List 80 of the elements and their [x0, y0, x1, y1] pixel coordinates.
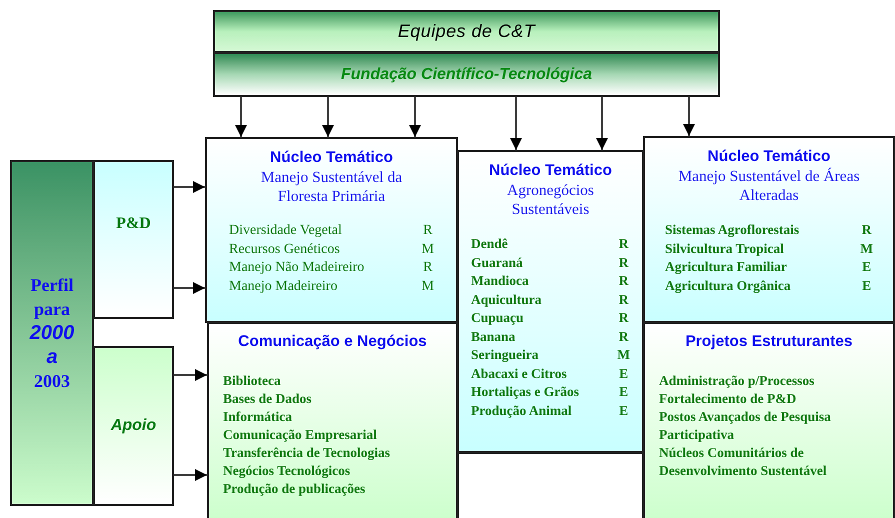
category-label: Apoio	[110, 416, 156, 436]
item-text: Fortalecimento de P&D	[659, 390, 798, 408]
rating-letter: R	[860, 221, 873, 239]
heading: Núcleo Temático	[269, 148, 394, 168]
rating-letter: R	[422, 259, 434, 277]
item-text: Hortaliças e Grãos	[471, 383, 580, 401]
item-text: Seringueira	[471, 346, 540, 364]
item-text: Bases de Dados	[223, 390, 313, 408]
rating-letter: R	[618, 328, 630, 346]
profile-text: Perfil para 2000 a 2003	[28, 274, 76, 393]
theme-box	[643, 136, 895, 323]
rating-letter: M	[617, 346, 630, 364]
rating-letter: E	[618, 402, 630, 420]
rating-letter: E	[618, 383, 630, 401]
item-text: Postos Avançados de Pesquisa Participativa	[659, 408, 832, 444]
subtitle-band	[213, 52, 720, 97]
item-text: Recursos Genéticos	[229, 240, 341, 258]
rating-letter: R	[618, 309, 630, 327]
profile-column	[10, 160, 94, 506]
heading: Comunicação e Negócios	[237, 332, 428, 352]
rating-letter: E	[861, 258, 872, 276]
support-box	[207, 322, 458, 518]
item-text: Transferência de Tecnologias	[223, 444, 391, 462]
rating-letter: R	[422, 222, 434, 240]
band-title: Fundação Científico-Tecnológica	[341, 64, 592, 84]
arrow	[322, 97, 334, 137]
category-label: P&D	[116, 214, 151, 234]
arrow	[174, 282, 205, 294]
rating-letter: R	[618, 235, 630, 253]
subtitle: Manejo Sustentável de Áreas Alteradas	[677, 167, 861, 205]
item-text: Agricultura Familiar	[665, 258, 788, 276]
item-text: Aquicultura	[471, 290, 543, 309]
theme-box	[457, 150, 644, 453]
subtitle: Agronegócios Sustentáveis	[506, 181, 595, 219]
item-text: Silvicultura Tropical	[665, 240, 785, 258]
arrow	[174, 469, 207, 481]
support-box	[643, 322, 895, 518]
item-text: Abacaxi e Citros	[471, 364, 568, 382]
rating-letter: M	[422, 278, 434, 296]
item-text: Administração p/Processos	[659, 372, 816, 390]
rating-letter: E	[861, 276, 872, 294]
item-text: Núcleos Comunitários de Desenvolvimento Sustentável	[659, 444, 828, 480]
theme-box	[205, 137, 458, 323]
item-text: Manejo Não Madeireiro	[229, 259, 366, 277]
heading: Projetos Estruturantes	[684, 332, 854, 352]
heading: Núcleo Temático	[706, 147, 832, 167]
rating-letter: R	[618, 290, 630, 308]
item-text: Dendê	[471, 235, 509, 253]
item-text: Biblioteca	[223, 372, 282, 390]
item-text: Manejo Madeireiro	[229, 278, 338, 296]
item-text: Informática	[223, 408, 293, 426]
category-box	[93, 160, 174, 319]
item-text: Negócios Tecnológicos	[223, 462, 352, 480]
rating-letter: M	[860, 240, 873, 258]
item-text: Diversidade Vegetal	[229, 222, 343, 240]
arrow	[409, 97, 421, 137]
item-text: Comunicação Empresarial	[223, 426, 378, 444]
arrow	[510, 97, 522, 150]
category-box	[93, 346, 174, 506]
arrow	[174, 181, 205, 193]
item-text: Mandioca	[471, 272, 530, 290]
band-title: Equipes de C&T	[398, 20, 536, 43]
heading: Núcleo Temático	[488, 161, 613, 181]
item-text: Sistemas Agroflorestais	[665, 221, 800, 239]
item-text: Guaraná	[471, 254, 524, 272]
arrow	[174, 369, 207, 381]
arrow	[683, 97, 695, 136]
subtitle: Manejo Sustentável da Floresta Primária	[260, 168, 404, 206]
rating-letter: R	[618, 254, 630, 272]
arrow	[596, 97, 608, 150]
arrow	[235, 97, 247, 137]
item-text: Produção de publicações	[223, 480, 366, 498]
item-text: Agricultura Orgânica	[665, 276, 792, 295]
rating-letter: M	[422, 240, 434, 258]
title-band	[213, 10, 720, 53]
item-text: Banana	[471, 328, 516, 346]
rating-letter: E	[618, 364, 630, 382]
item-text: Produção Animal	[471, 402, 573, 420]
item-text: Cupuaçu	[471, 309, 525, 327]
rating-letter: R	[618, 272, 630, 290]
